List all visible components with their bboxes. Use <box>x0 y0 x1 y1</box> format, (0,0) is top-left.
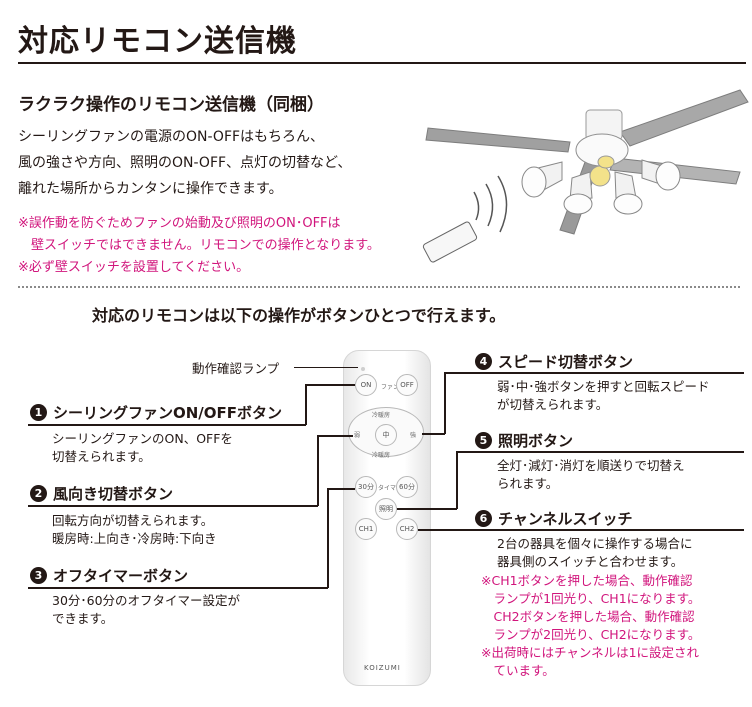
heat-label[interactable]: 冷暖房 <box>372 452 391 459</box>
feature-4-body-line-1: 弱･中･強ボタンを押すと回転スピード <box>497 379 710 394</box>
feature-2-leader-h <box>317 435 353 437</box>
feature-6-note-2: ランプが1回光り、CH1になります。 <box>481 591 701 606</box>
feature-1-leader-h <box>305 384 355 386</box>
feature-1-body-line-2: 切替えられます。 <box>52 449 151 464</box>
ch2-button[interactable]: CH2 <box>396 518 418 540</box>
timer-60-button[interactable]: 60分 <box>396 476 418 498</box>
warning-note-1: ※誤作動を防ぐためファンの始動及び照明のON･OFFは <box>18 216 341 231</box>
feature-1-number: 1 <box>30 404 47 421</box>
feature-2-number: 2 <box>30 485 47 502</box>
feature-3-heading: 3 オフタイマーボタン <box>30 565 188 586</box>
light-button[interactable]: 照明 <box>375 498 397 520</box>
feature-4-number: 4 <box>475 353 492 370</box>
timer-30-button[interactable]: 30分 <box>355 476 377 498</box>
feature-6-note-4: ランプが2回光り、CH2になります。 <box>481 627 701 642</box>
section-separator <box>18 286 740 288</box>
feature-5-number: 5 <box>475 432 492 449</box>
feature-4-title: スピード切替ボタン <box>498 353 634 371</box>
feature-4-body-line-2: が切替えられます。 <box>497 397 609 412</box>
feature-2-body: 回転方向が切替えられます。 暖房時:上向き･冷房時:下向き <box>52 512 217 548</box>
feature-4-leader-v <box>444 372 446 434</box>
feature-6-body: 2台の器具を個々に操作する場合に 器具側のスイッチと合わせます。 <box>497 535 692 571</box>
fan-on-button[interactable]: ON <box>355 374 377 396</box>
feature-6-body-line-2: 器具側のスイッチと合わせます。 <box>497 554 684 569</box>
feature-5-leader-h <box>397 508 457 510</box>
mid-button[interactable]: 中 <box>375 424 397 446</box>
section-subtitle: ラクラク操作のリモコン送信機（同梱） <box>18 95 324 115</box>
feature-1-leader <box>28 424 306 426</box>
feature-2-title: 風向き切替ボタン <box>53 485 174 503</box>
feature-5-body: 全灯･減灯･消灯を順送りで切替え られます。 <box>497 457 685 493</box>
cool-label[interactable]: 冷暖房 <box>372 412 391 419</box>
feature-3-body-line-1: 30分･60分のオフタイマー設定が <box>52 593 241 608</box>
page-title: 対応リモコン送信機 <box>18 24 297 59</box>
description-line-3: 離れた場所からカンタンに操作できます。 <box>18 181 283 197</box>
feature-6-note-3: CH2ボタンを押した場合、動作確認 <box>481 609 695 624</box>
feature-3-number: 3 <box>30 567 47 584</box>
strong-button[interactable]: 強 <box>410 432 417 439</box>
feature-6-title: チャンネルスイッチ <box>498 510 633 528</box>
feature-3-leader-h <box>327 488 355 490</box>
warning-note-2: 壁スイッチではできません。リモコンでの操作となります。 <box>18 238 380 253</box>
feature-6-number: 6 <box>475 510 492 527</box>
timer-label: タイマー <box>378 485 403 492</box>
feature-1-heading: 1 シーリングファンON/OFFボタン <box>30 402 282 423</box>
feature-6-note-6: ています。 <box>481 663 555 678</box>
feature-2-leader <box>28 505 318 507</box>
feature-5-leader <box>456 451 744 453</box>
feature-3-title: オフタイマーボタン <box>53 567 189 585</box>
description-line-2: 風の強さや方向、照明のON-OFF、点灯の切替など、 <box>18 155 352 171</box>
feature-1-leader-v <box>305 384 307 425</box>
brand-logo: KOIZUMI <box>364 664 401 672</box>
status-lamp <box>361 367 365 371</box>
feature-6-leader <box>418 529 744 531</box>
fan-label: ファン <box>381 384 400 391</box>
feature-4-leader <box>444 372 744 374</box>
feature-3-body-line-2: できます。 <box>52 611 114 626</box>
weak-button[interactable]: 弱 <box>354 432 361 439</box>
lamp-label: 動作確認ランプ <box>192 361 280 376</box>
feature-5-body-line-2: られます。 <box>497 476 559 491</box>
intro-text: 対応のリモコンは以下の操作がボタンひとつで行えます。 <box>92 306 506 325</box>
feature-3-leader-v <box>327 488 329 588</box>
lamp-leader <box>294 367 358 368</box>
feature-4-leader-h <box>422 433 445 435</box>
feature-6-note-5: ※出荷時にはチャンネルは1に設定され <box>481 645 700 660</box>
title-divider <box>18 62 746 64</box>
feature-5-leader-v <box>456 451 458 509</box>
feature-3-body: 30分･60分のオフタイマー設定が できます。 <box>52 592 240 628</box>
feature-4-body: 弱･中･強ボタンを押すと回転スピード が切替えられます。 <box>497 378 710 414</box>
feature-2-body-line-1: 回転方向が切替えられます。 <box>52 513 214 528</box>
feature-6-note-1: ※CH1ボタンを押した場合、動作確認 <box>481 573 693 588</box>
feature-6-body-line-1: 2台の器具を個々に操作する場合に <box>497 536 693 551</box>
feature-1-body-line-1: シーリングファンのON、OFFを <box>52 431 233 446</box>
feature-1-body: シーリングファンのON、OFFを 切替えられます。 <box>52 430 233 466</box>
feature-5-title: 照明ボタン <box>498 432 574 450</box>
feature-5-heading: 5 照明ボタン <box>475 430 573 451</box>
ch1-button[interactable]: CH1 <box>355 518 377 540</box>
feature-5-body-line-1: 全灯･減灯･消灯を順送りで切替え <box>497 458 685 473</box>
feature-4-heading: 4 スピード切替ボタン <box>475 351 633 372</box>
feature-6-notes: ※CH1ボタンを押した場合、動作確認 ランプが1回光り、CH1になります。 CH… <box>481 572 700 680</box>
feature-2-leader-v <box>317 435 319 506</box>
feature-2-body-line-2: 暖房時:上向き･冷房時:下向き <box>52 531 217 546</box>
feature-2-heading: 2 風向き切替ボタン <box>30 483 173 504</box>
feature-1-title: シーリングファンON/OFFボタン <box>53 404 283 422</box>
fan-off-button[interactable]: OFF <box>396 374 418 396</box>
feature-3-leader <box>28 587 328 589</box>
description-line-1: シーリングファンの電源のON-OFFはもちろん、 <box>18 129 325 145</box>
feature-6-heading: 6 チャンネルスイッチ <box>475 508 633 529</box>
warning-note-3: ※必ず壁スイッチを設置してください。 <box>18 260 250 275</box>
ceiling-fan-illustration <box>422 89 749 263</box>
